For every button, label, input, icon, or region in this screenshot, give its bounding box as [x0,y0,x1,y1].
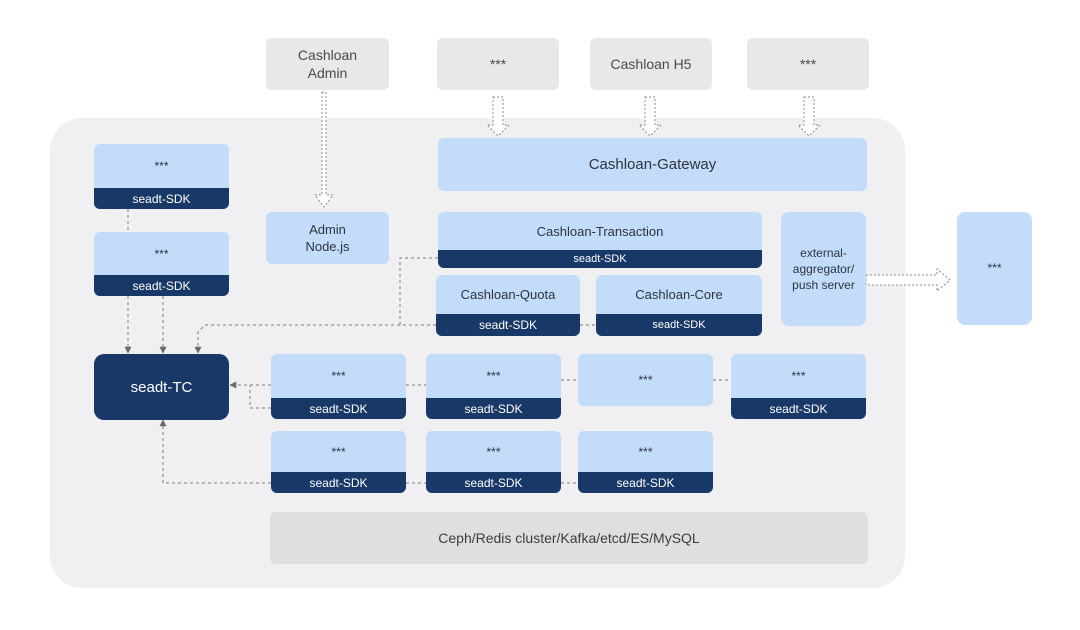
cashloan-transaction-node: Cashloan-Transaction seadt-SDK [438,212,762,268]
third-party-node: *** [957,212,1032,325]
sdk-bar: seadt-SDK [426,472,561,493]
cashloan-core-node: Cashloan-Core seadt-SDK [596,275,762,336]
sdk-bar: seadt-SDK [438,250,762,268]
service-name: *** [331,444,346,459]
external-client-node: *** [747,38,869,90]
service-name: *** [486,369,501,383]
sdk-bar: seadt-SDK [731,398,866,419]
cashloan-gateway-node: Cashloan-Gateway [438,138,867,191]
row2-to-tc [159,419,271,484]
storage-layer: Ceph/Redis cluster/Kafka/etcd/ES/MySQL [270,512,868,564]
service-node: *** seadt-SDK [94,144,229,209]
service-node: *** seadt-SDK [426,354,561,419]
sdk-bar: seadt-SDK [436,314,580,336]
sdk-bar: seadt-SDK [426,398,561,419]
service-name: *** [791,369,806,383]
admin-nodejs-node: Admin Node.js [266,212,389,264]
aggregator-to-third-party-arrow [865,267,951,293]
sdk-bar: seadt-SDK [271,398,406,419]
service-node: *** seadt-SDK [271,354,406,419]
service-node: *** seadt-SDK [426,431,561,493]
service-name: *** [638,444,653,459]
service-node: *** seadt-SDK [94,232,229,296]
ext4-to-gateway-arrow [796,96,822,137]
sdk-bar: seadt-SDK [578,472,713,493]
h5-to-gateway-arrow [637,96,663,137]
transaction-to-tc [399,257,438,326]
service-node: *** seadt-SDK [271,431,406,493]
row1-sdk-loop [249,385,271,409]
cashloan-h5-node: Cashloan H5 [590,38,712,90]
sdk-bar: seadt-SDK [94,275,229,296]
service-node: *** seadt-SDK [731,354,866,419]
service-node: *** [578,354,713,406]
sdk-bar: seadt-SDK [596,314,762,336]
ext2-to-gateway-arrow [485,96,511,137]
service-name: *** [331,369,346,383]
service-name: Cashloan-Core [635,287,723,302]
sdk-bar: seadt-SDK [271,472,406,493]
external-client-node: *** [437,38,559,90]
service-name: *** [154,246,169,261]
aggregator-node: external- aggregator/ push server [781,212,866,326]
service-name: Cashloan-Quota [460,287,556,302]
service-name: *** [154,159,169,173]
cashloan-admin-node: Cashloan Admin [266,38,389,90]
cashloan-quota-node: Cashloan-Quota seadt-SDK [436,275,580,336]
seadt-tc-node: seadt-TC [94,354,229,420]
sdk-bar: seadt-SDK [94,188,229,209]
service-name: Cashloan-Transaction [536,223,664,239]
admin-to-node-arrow [314,91,334,208]
service-node: *** seadt-SDK [578,431,713,493]
service-name: *** [486,444,501,459]
quota-to-tc [194,324,400,354]
